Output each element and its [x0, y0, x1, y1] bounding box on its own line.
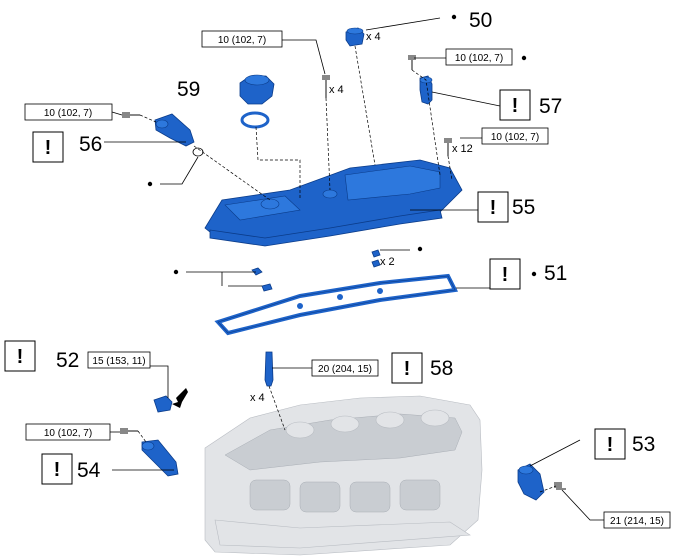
- sensor-56: [154, 113, 204, 157]
- svg-text:10 (102, 7): 10 (102, 7): [44, 108, 92, 119]
- callout-55: 55: [512, 196, 535, 219]
- qty-top-bolt: x 4: [329, 84, 344, 96]
- caution-box-57: !: [499, 89, 531, 121]
- svg-text:!: !: [490, 197, 497, 219]
- svg-text:15 (153, 11): 15 (153, 11): [92, 356, 145, 367]
- oil-filler-cap-59: [239, 74, 275, 129]
- svg-text:10 (102, 7): 10 (102, 7): [491, 132, 539, 143]
- callout-59: 59: [177, 78, 200, 101]
- sensor-54: [141, 439, 179, 477]
- caution-box-55: !: [477, 191, 509, 223]
- callout-51: 51: [544, 262, 567, 285]
- plug-tube-58: [264, 351, 274, 387]
- bolts: [120, 55, 566, 490]
- bullet-dots: [147, 14, 537, 277]
- qty-cover-bolt: x 12: [452, 143, 473, 155]
- caution-box-52: !: [4, 340, 36, 372]
- svg-text:!: !: [502, 264, 509, 286]
- qty-50: x 4: [366, 31, 381, 43]
- callout-50: 50: [469, 9, 492, 32]
- part-50: [345, 27, 365, 47]
- caution-box-58: !: [391, 352, 423, 384]
- torque-spec-52: 15 (153, 11): [87, 351, 151, 369]
- svg-text:!: !: [17, 346, 24, 368]
- part-52: [153, 388, 188, 413]
- torque-spec-54: 10 (102, 7): [25, 423, 111, 441]
- callout-53: 53: [632, 433, 655, 456]
- caution-box-56: !: [32, 131, 64, 163]
- cylinder-head-cover-55: [204, 159, 463, 247]
- torque-spec-cover: 10 (102, 7): [481, 127, 549, 145]
- leader-lines: [104, 17, 604, 521]
- gasket-51: [214, 249, 459, 336]
- cylinder-head: [204, 395, 483, 556]
- callout-56: 56: [79, 133, 102, 156]
- svg-text:10 (102, 7): 10 (102, 7): [218, 35, 266, 46]
- callout-58: 58: [430, 357, 453, 380]
- sensor-53: [517, 463, 545, 501]
- svg-text:21 (214, 15): 21 (214, 15): [610, 516, 664, 527]
- callout-54: 54: [77, 459, 101, 482]
- torque-spec-53: 21 (214, 15): [603, 511, 671, 529]
- svg-text:!: !: [512, 95, 519, 117]
- torque-spec-56: 10 (102, 7): [24, 103, 113, 121]
- caution-box-53: !: [594, 428, 626, 460]
- svg-text:20 (204, 15): 20 (204, 15): [318, 364, 372, 375]
- svg-text:10 (102, 7): 10 (102, 7): [44, 428, 92, 439]
- qty-58: x 4: [250, 392, 265, 404]
- caution-box-51: !: [489, 258, 521, 290]
- qty-small-part: x 2: [380, 256, 395, 268]
- torque-spec-58: 20 (204, 15): [311, 359, 379, 377]
- svg-text:!: !: [404, 358, 411, 380]
- svg-text:!: !: [607, 434, 614, 456]
- callout-57: 57: [539, 95, 562, 118]
- caution-box-54: !: [41, 453, 73, 485]
- torque-spec-top: 10 (102, 7): [201, 30, 283, 48]
- svg-text:10 (102, 7): 10 (102, 7): [455, 53, 503, 64]
- callout-52: 52: [56, 349, 79, 372]
- torque-spec-57: 10 (102, 7): [445, 48, 513, 66]
- svg-text:!: !: [54, 459, 61, 481]
- svg-text:!: !: [45, 137, 52, 159]
